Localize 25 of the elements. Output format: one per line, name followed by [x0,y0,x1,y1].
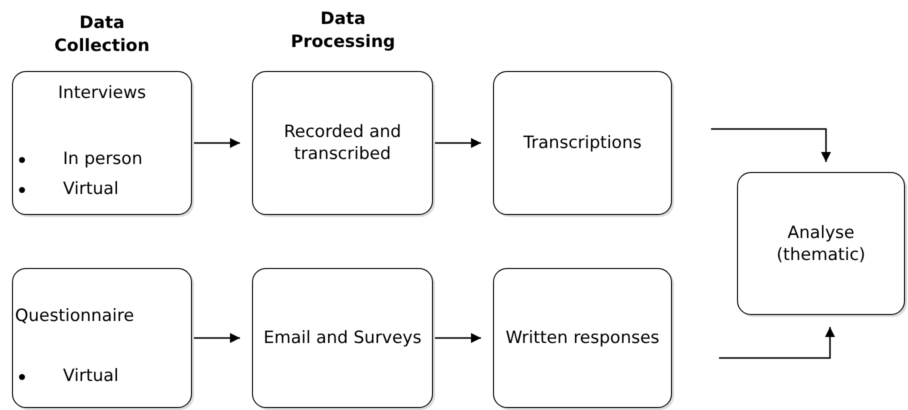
arrow [711,128,831,162]
column-heading: Data Processing [290,8,396,54]
list-item: Virtual [63,365,119,388]
arrow [433,333,481,343]
list-item: Virtual [63,178,119,200]
process-box [12,71,192,215]
process-box [737,172,905,315]
process-box [252,71,433,215]
process-box [252,268,433,408]
box-label: Transcriptions [522,132,643,154]
process-box [12,268,192,408]
process-box [493,268,672,408]
box-label: Interviews [57,82,147,104]
arrow [433,138,481,148]
box-label: Email and Surveys [262,326,422,350]
process-box [493,71,672,215]
box-label: Analyse (thematic) [776,221,866,266]
box-label: Recorded and transcribed [282,120,402,166]
arrow [192,138,240,148]
list-item: In person [63,148,142,170]
box-label: Questionnaire [15,305,134,328]
arrow [719,327,835,359]
arrow [192,333,240,343]
box-label: Written responses [504,326,660,350]
column-heading: Data Collection [53,12,151,58]
